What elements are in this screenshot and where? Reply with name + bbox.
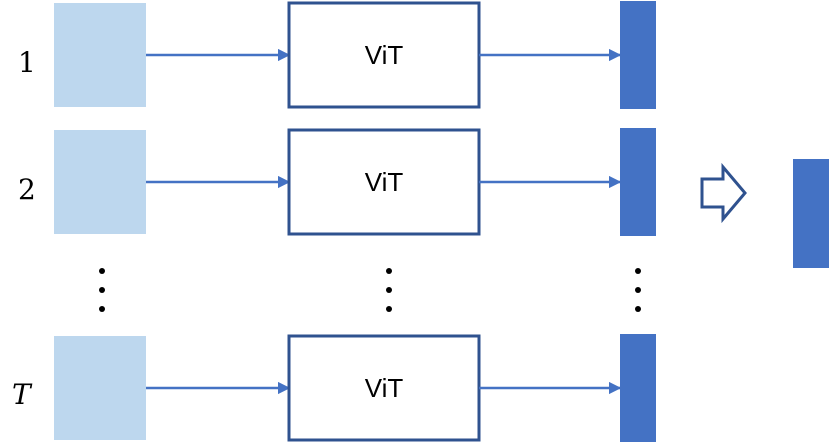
output-token-t [620, 334, 656, 442]
vit-box-t [287, 334, 481, 442]
row-2: 2 ViT [18, 128, 656, 236]
vit-label-t: ViT [365, 373, 404, 403]
input-patch-2 [54, 130, 146, 234]
aggregated-output-token [793, 159, 829, 268]
input-patch-t [54, 336, 146, 440]
vit-label-1: ViT [365, 40, 404, 70]
row-label-t: T [12, 378, 33, 411]
vertical-ellipsis-icon [99, 268, 641, 312]
output-token-2 [620, 128, 656, 236]
vit-box-2 [287, 128, 481, 236]
output-token-1 [620, 1, 656, 109]
ellipsis-column-vit [386, 268, 392, 312]
ellipsis-column-output [635, 268, 641, 312]
ellipsis-column-input [99, 268, 105, 312]
row-label-2: 2 [18, 173, 36, 206]
row-label-1: 1 [18, 46, 36, 79]
row-1: 1 ViT [18, 1, 656, 109]
row-t: T ViT [12, 334, 656, 442]
hollow-right-arrow-icon [700, 162, 747, 224]
vit-label-2: ViT [365, 167, 404, 197]
input-patch-1 [54, 3, 146, 107]
